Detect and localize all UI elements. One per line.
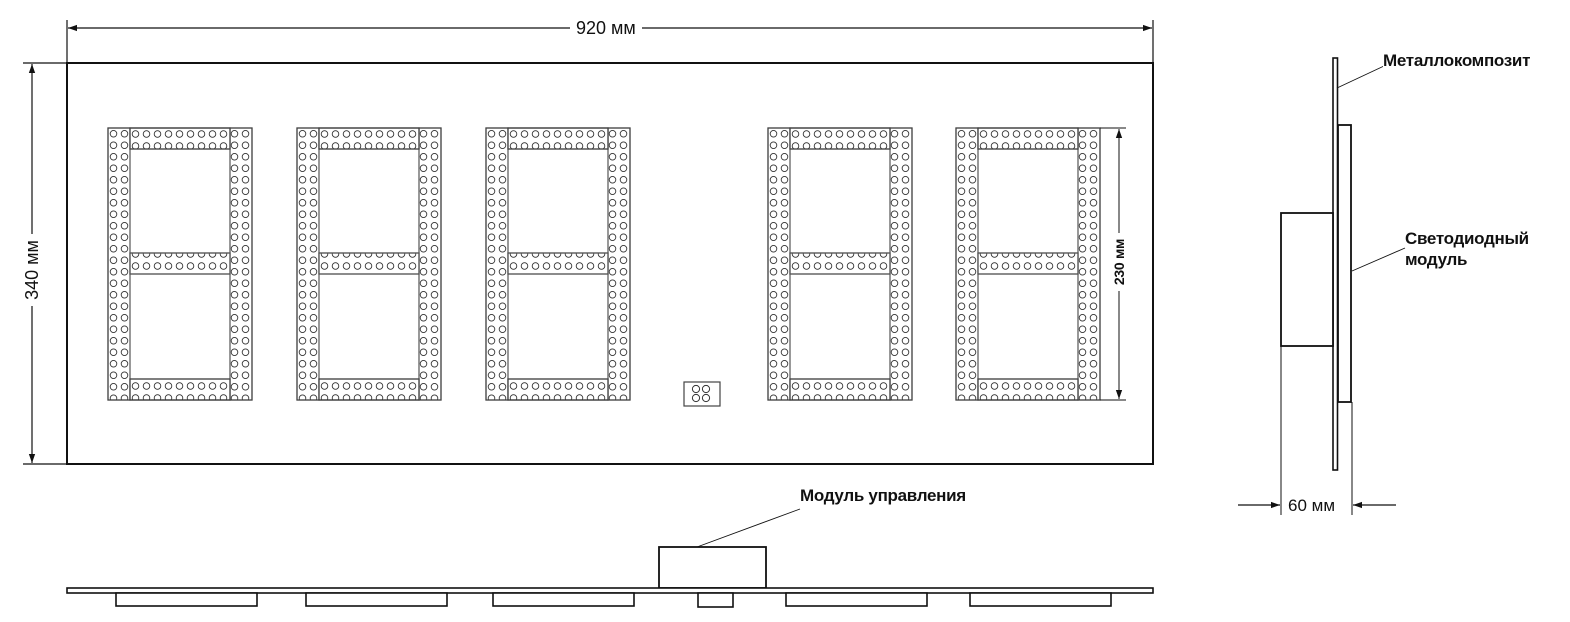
metal-composite-callout: Металлокомпозит (1383, 51, 1531, 70)
led-module-callout-line2: модуль (1405, 250, 1468, 269)
depth-dimension-label: 60 мм (1288, 496, 1336, 515)
height-dimension-label: 340 мм (22, 234, 42, 306)
front-view (23, 20, 1154, 465)
control-indicator-icon (683, 381, 721, 407)
control-box-bottom (658, 546, 767, 589)
control-box-side (1280, 212, 1334, 347)
side-view (1238, 57, 1406, 515)
led-module-callout-line1: Светодиодный (1405, 229, 1529, 248)
digit-height-dimension-label: 230 мм (1111, 233, 1127, 291)
led-module-bottom-3 (492, 592, 635, 607)
control-module-callout: Модуль управления (800, 486, 966, 505)
led-module-bottom-1 (115, 592, 258, 607)
bottom-view (66, 508, 1154, 608)
led-module-bottom-4 (785, 592, 928, 607)
led-module-side (1337, 124, 1352, 403)
led-module-bottom-5 (969, 592, 1112, 607)
width-dimension-label: 920 мм (570, 19, 642, 37)
indicator-bottom (697, 592, 734, 608)
led-module-bottom-2 (305, 592, 448, 607)
